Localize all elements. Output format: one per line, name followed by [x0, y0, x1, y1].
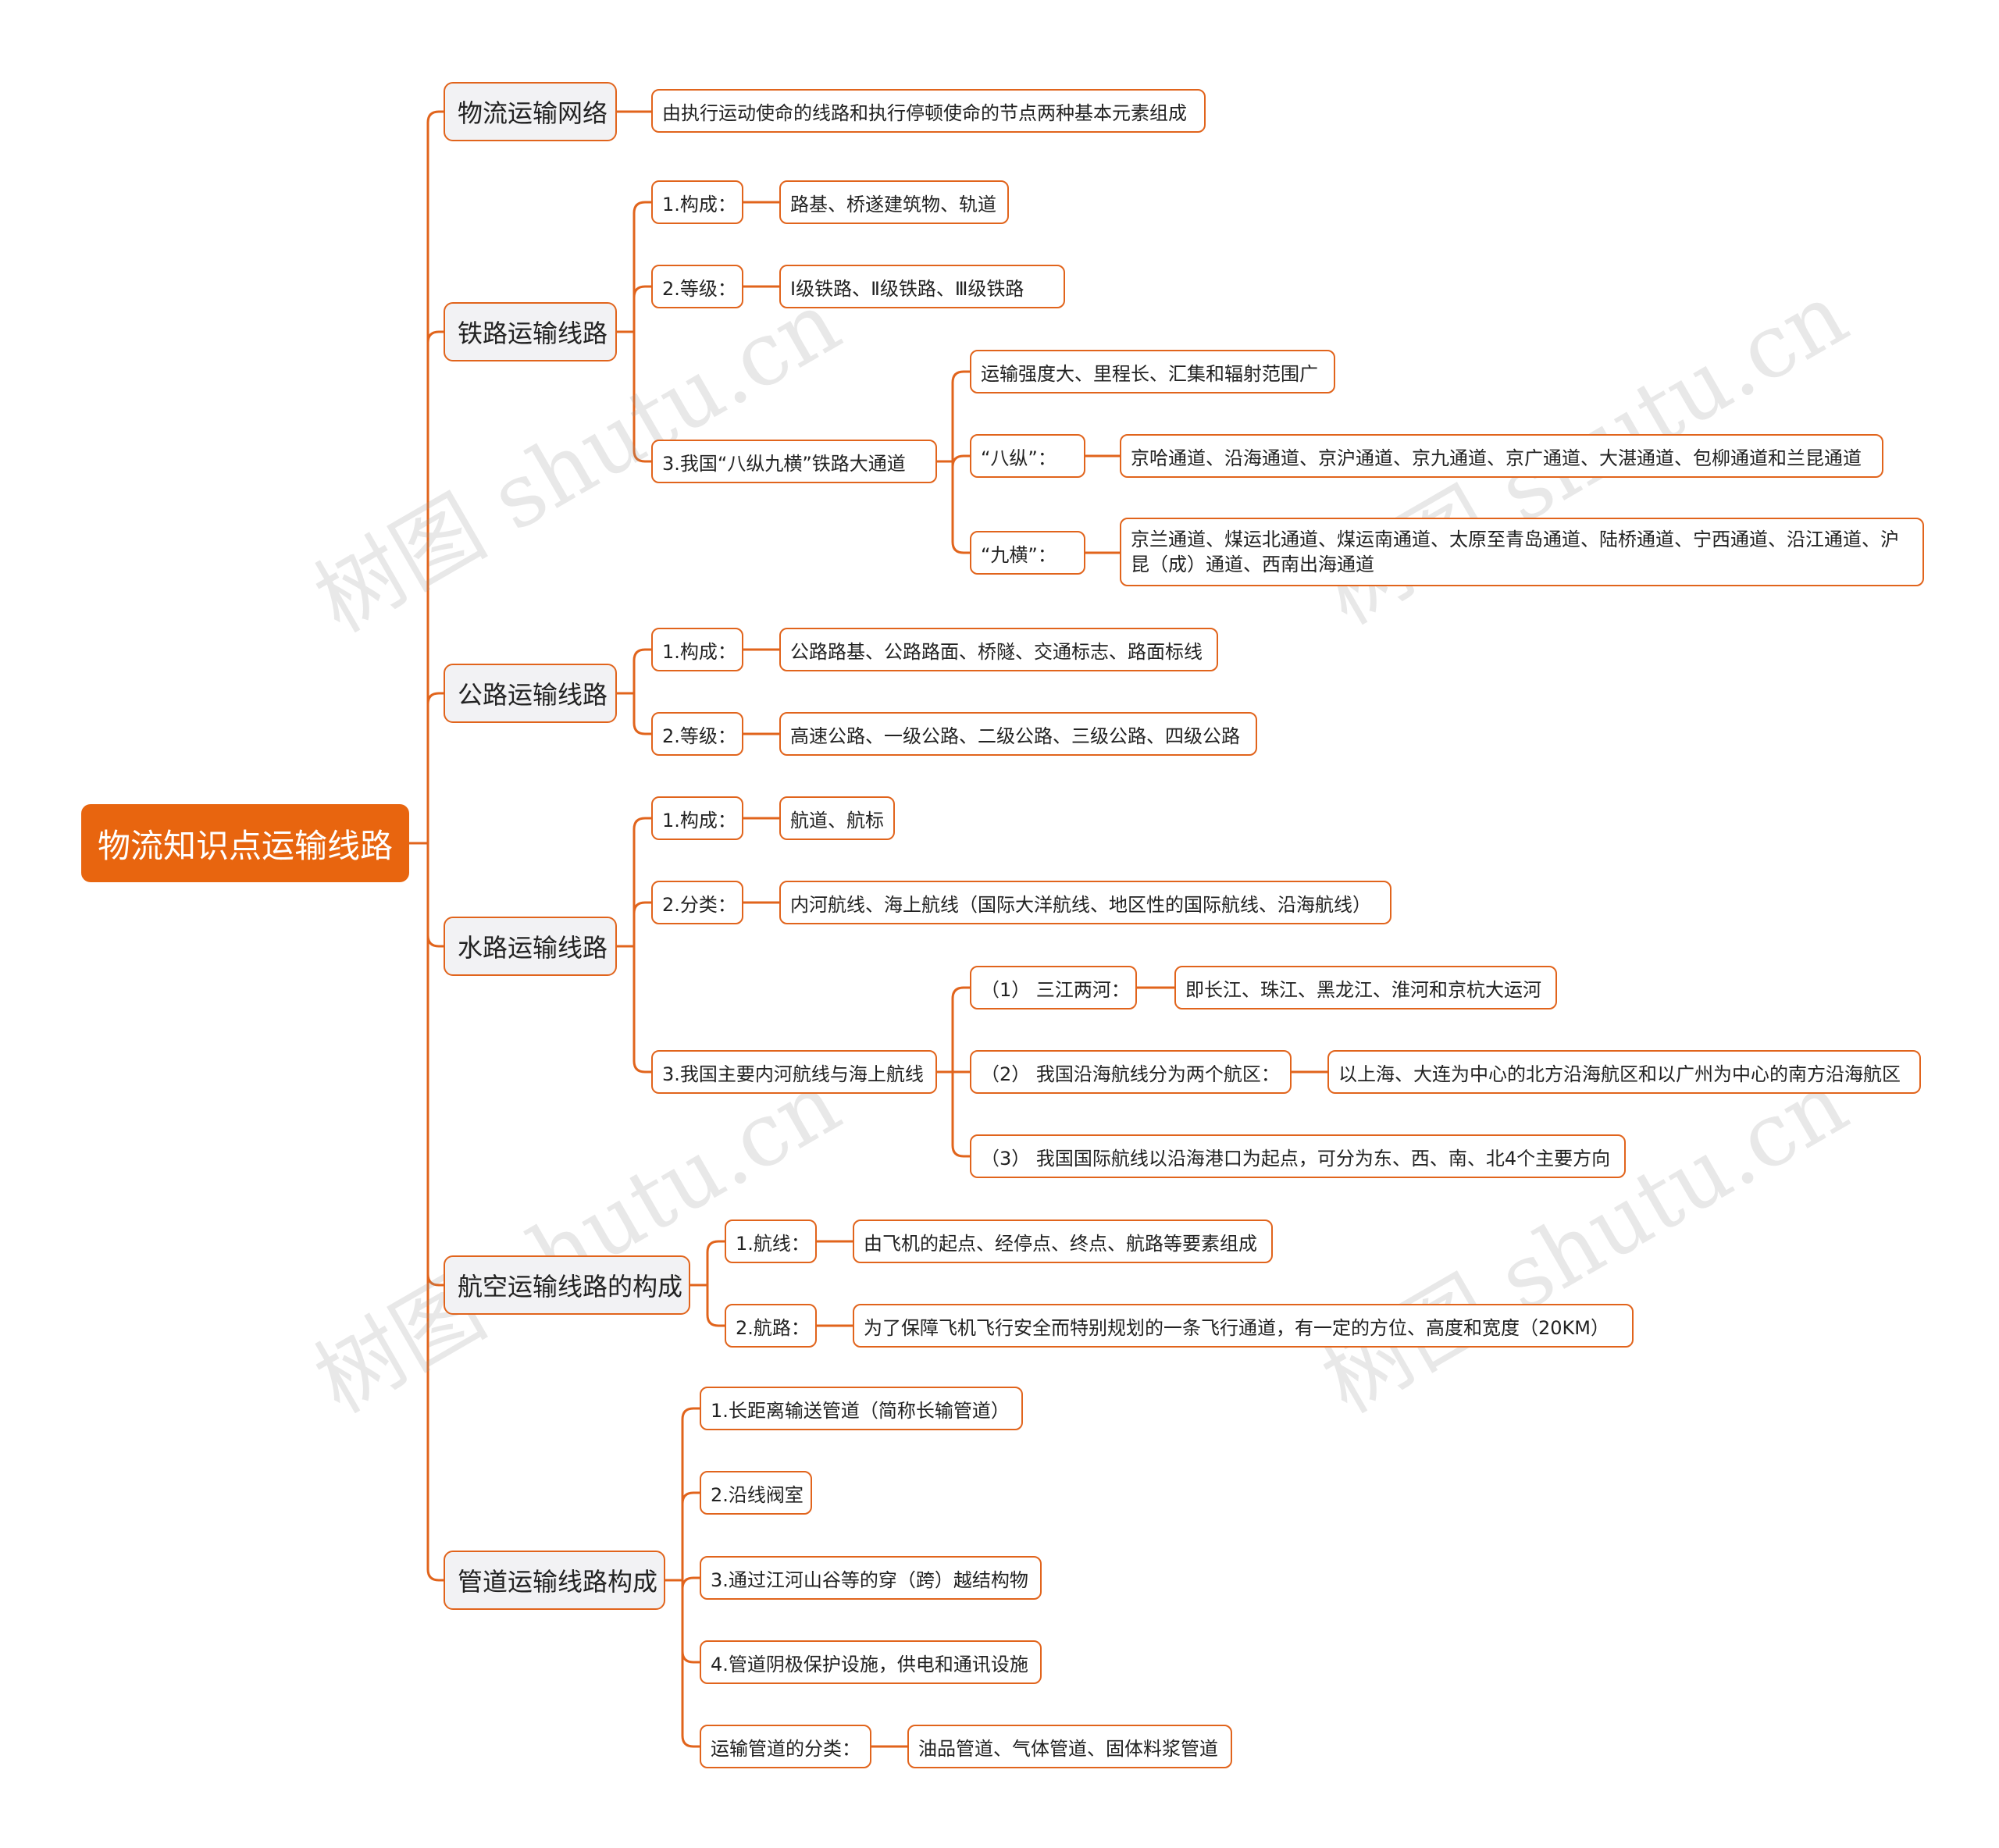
- root-link: [426, 843, 444, 1582]
- topic-road[interactable]: 公路运输线路: [444, 664, 617, 723]
- water-link: [632, 946, 651, 1074]
- rail-corridor-link: [951, 370, 970, 461]
- topic-rail[interactable]: 铁路运输线路: [444, 302, 617, 361]
- rail-bazong-label[interactable]: “八纵”：: [970, 434, 1085, 478]
- road-composition-label[interactable]: 1.构成：: [651, 628, 743, 671]
- water-coastal-value[interactable]: 以上海、大连为中心的北方沿海航区和以广州为中心的南方沿海航区: [1327, 1050, 1921, 1094]
- pipe-class-value[interactable]: 油品管道、气体管道、固体料浆管道: [907, 1725, 1232, 1768]
- rail-composition-label[interactable]: 1.构成：: [651, 180, 743, 224]
- rail-corridor-link: [951, 454, 970, 468]
- water-coastal-label[interactable]: （2） 我国沿海航线分为两个航区：: [970, 1050, 1292, 1094]
- root-link: [426, 110, 444, 843]
- water-link: [632, 901, 651, 946]
- root-link: [426, 692, 444, 843]
- air-link: [706, 1240, 725, 1285]
- pipe-link: [681, 1407, 700, 1580]
- road-link: [632, 693, 651, 735]
- pipe-item-4[interactable]: 4.管道阴极保护设施，供电和通讯设施: [700, 1640, 1042, 1684]
- topic-network[interactable]: 物流运输网络: [444, 82, 617, 141]
- root-link: [426, 843, 444, 1287]
- pipe-item-2[interactable]: 2.沿线阀室: [700, 1471, 812, 1515]
- rail-corridor-feature[interactable]: 运输强度大、里程长、汇集和辐射范围广: [970, 350, 1335, 393]
- water-three-rivers-label[interactable]: （1） 三江两河：: [970, 966, 1137, 1009]
- pipe-class-label[interactable]: 运输管道的分类：: [700, 1725, 871, 1768]
- air-route-value[interactable]: 由飞机的起点、经停点、终点、航路等要素组成: [853, 1220, 1273, 1263]
- water-three-rivers-value[interactable]: 即长江、珠江、黑龙江、淮河和京杭大运河: [1174, 966, 1557, 1009]
- rail-link: [632, 285, 651, 332]
- water-international-label[interactable]: （3） 我国国际航线以沿海港口为起点，可分为东、西、南、北4个主要方向: [970, 1134, 1626, 1178]
- water-class-value[interactable]: 内河航线、海上航线（国际大洋航线、地区性的国际航线、沿海航线）: [779, 881, 1391, 924]
- rail-jiuheng-label[interactable]: “九横”：: [970, 531, 1085, 575]
- pipe-item-3[interactable]: 3.通过江河山谷等的穿（跨）越结构物: [700, 1556, 1042, 1600]
- pipe-item-1[interactable]: 1.长距离输送管道（简称长输管道）: [700, 1387, 1023, 1430]
- rail-corridor-label[interactable]: 3.我国“八纵九横”铁路大通道: [651, 440, 937, 483]
- root-node[interactable]: 物流知识点运输线路: [81, 804, 409, 882]
- rail-composition-value[interactable]: 路基、桥遂建筑物、轨道: [779, 180, 1009, 224]
- water-composition-label[interactable]: 1.构成：: [651, 796, 743, 840]
- road-link: [632, 648, 651, 693]
- water-routes-link: [951, 986, 970, 1072]
- road-grade-value[interactable]: 高速公路、一级公路、二级公路、三级公路、四级公路: [779, 712, 1257, 756]
- air-route-label[interactable]: 1.航线：: [725, 1220, 817, 1263]
- water-routes-link: [951, 1072, 970, 1158]
- air-airway-label[interactable]: 2.航路：: [725, 1304, 817, 1348]
- road-grade-label[interactable]: 2.等级：: [651, 712, 743, 756]
- pipe-link: [681, 1580, 700, 1748]
- topic-pipe[interactable]: 管道运输线路构成: [444, 1551, 665, 1610]
- topic-water[interactable]: 水路运输线路: [444, 917, 617, 976]
- rail-bazong-value[interactable]: 京哈通道、沿海通道、京沪通道、京九通道、京广通道、大湛通道、包柳通道和兰昆通道: [1120, 434, 1883, 478]
- air-airway-value[interactable]: 为了保障飞机飞行安全而特别规划的一条飞行通道，有一定的方位、高度和宽度（20KM…: [853, 1304, 1634, 1348]
- pipe-link: [681, 1580, 700, 1664]
- water-composition-value[interactable]: 航道、航标: [779, 796, 895, 840]
- rail-grade-label[interactable]: 2.等级：: [651, 265, 743, 308]
- pipe-link: [681, 1576, 700, 1590]
- water-link: [632, 817, 651, 946]
- water-class-label[interactable]: 2.分类：: [651, 881, 743, 924]
- root-link: [426, 330, 444, 843]
- network-desc[interactable]: 由执行运动使命的线路和执行停顿使命的节点两种基本元素组成: [651, 89, 1206, 133]
- rail-jiuheng-value[interactable]: 京兰通道、煤运北通道、煤运南通道、太原至青岛通道、陆桥通道、宁西通道、沿江通道、…: [1120, 518, 1924, 586]
- rail-link: [632, 201, 651, 332]
- air-link: [706, 1285, 725, 1327]
- pipe-link: [681, 1491, 700, 1580]
- water-routes-label[interactable]: 3.我国主要内河航线与海上航线: [651, 1050, 937, 1094]
- rail-link: [632, 332, 651, 463]
- topic-air[interactable]: 航空运输线路的构成: [444, 1255, 690, 1315]
- rail-corridor-link: [951, 461, 970, 554]
- rail-grade-value[interactable]: Ⅰ级铁路、Ⅱ级铁路、Ⅲ级铁路: [779, 265, 1065, 308]
- root-link: [426, 843, 444, 948]
- road-composition-value[interactable]: 公路路基、公路路面、桥隧、交通标志、路面标线: [779, 628, 1218, 671]
